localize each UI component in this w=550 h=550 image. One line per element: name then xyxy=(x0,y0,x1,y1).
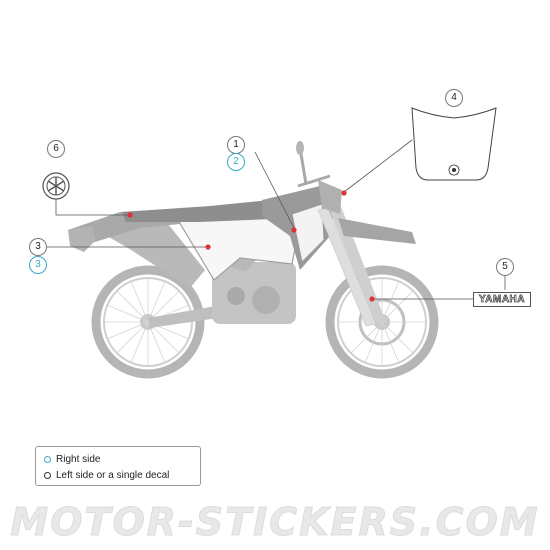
legend-row-right: Right side xyxy=(44,451,192,467)
exhaust xyxy=(100,214,205,288)
watermark: MOTOR-STICKERS.COM xyxy=(10,500,540,545)
legend-left-label: Left side or a single decal xyxy=(56,469,170,481)
callout-3-left: 3 xyxy=(29,238,47,256)
rear-wheel xyxy=(91,265,205,379)
marker-decal-1 xyxy=(291,227,297,233)
headlight-cowl xyxy=(318,180,342,214)
callout-3-right: 3 xyxy=(29,256,47,274)
legend: Right side Left side or a single decal xyxy=(35,446,201,486)
legend-right-label: Right side xyxy=(56,453,101,465)
tail-light xyxy=(68,226,96,252)
legend-row-left: Left side or a single decal xyxy=(44,467,192,483)
callout-1: 1 xyxy=(227,136,245,154)
marker-decal-5 xyxy=(369,296,375,302)
seat xyxy=(122,200,300,222)
callout-5: 5 xyxy=(496,258,514,276)
marker-decal-3 xyxy=(205,244,211,250)
front-fender xyxy=(338,218,416,244)
callout-2: 2 xyxy=(227,153,245,171)
decal-4-plate xyxy=(411,107,497,181)
teal-circle-icon xyxy=(44,455,51,463)
callout-4: 4 xyxy=(445,89,463,107)
decal-5-wordmark: YAMAHA xyxy=(473,292,531,307)
decal-6-emblem xyxy=(42,172,70,200)
marker-decal-6 xyxy=(127,212,133,218)
handlebars xyxy=(297,147,331,188)
marker-decal-4 xyxy=(341,190,347,196)
front-wheel xyxy=(325,265,439,379)
mirror xyxy=(296,141,304,155)
decal-markers xyxy=(127,190,375,302)
black-circle-icon xyxy=(44,471,51,479)
callout-6: 6 xyxy=(47,140,65,158)
